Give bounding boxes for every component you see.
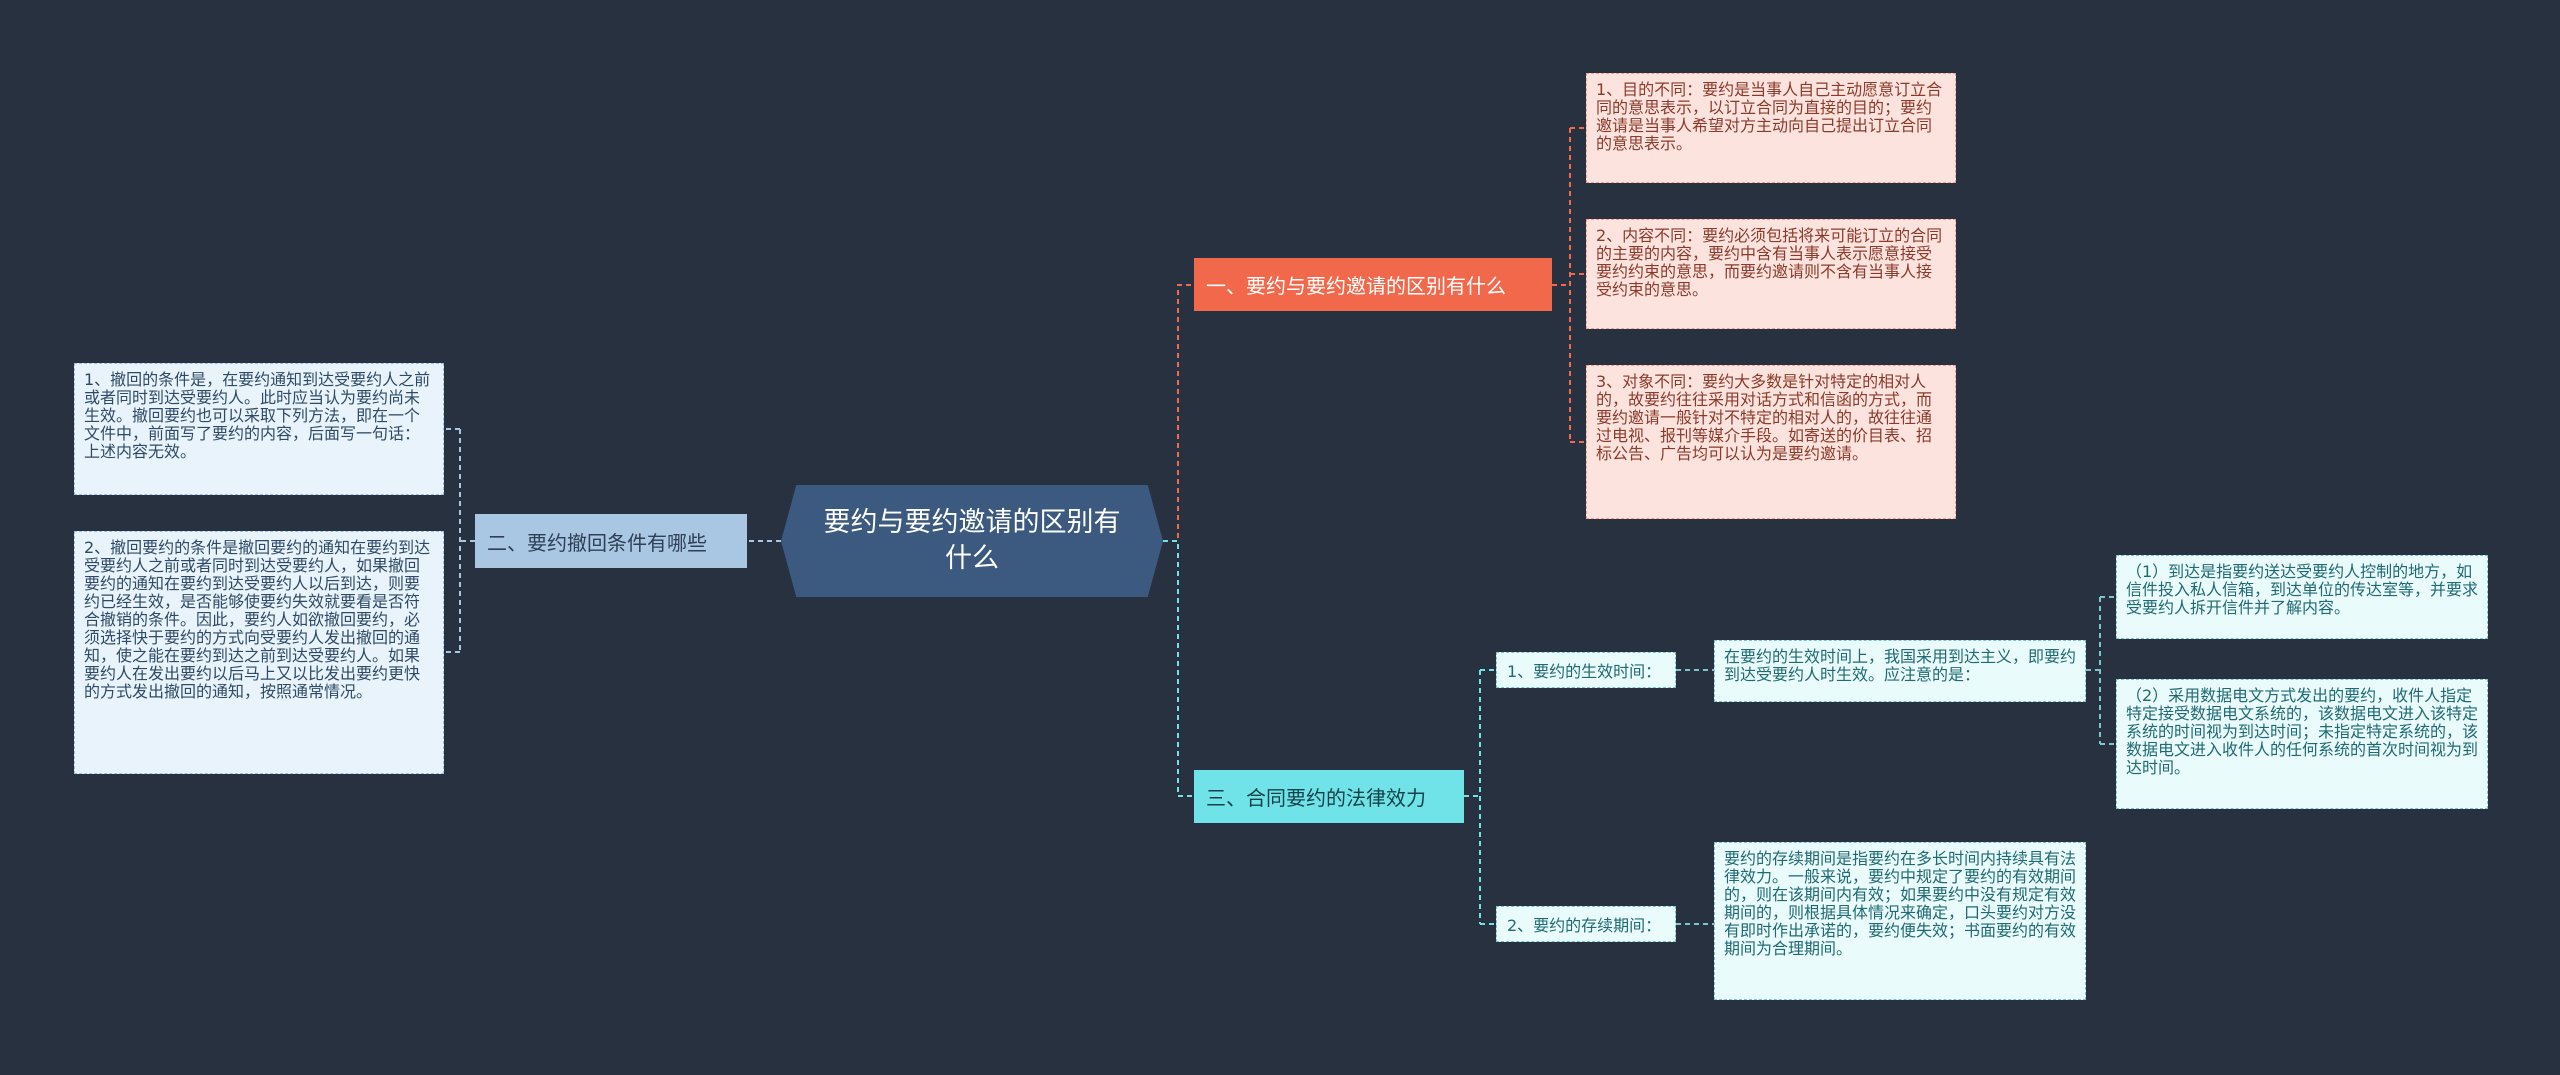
connector-sub1text-items — [2086, 596, 2116, 745]
leaf-difference-content[interactable]: 2、内容不同：要约必须包括将来可能订立的合同的主要的内容，要约中含有当事人表示愿… — [1586, 219, 1956, 329]
connector-root-branch3 — [1163, 540, 1194, 797]
branch-differences-label: 一、要约与要约邀请的区别有什么 — [1206, 274, 1506, 298]
branch-legal-effect[interactable]: 三、合同要约的法律效力 — [1194, 770, 1464, 823]
root-topic-label: 要约与要约邀请的区别有什么 — [823, 507, 1121, 574]
leaf-effective-time-item-2[interactable]: （2）采用数据电文方式发出的要约，收件人指定特定接受数据电文系统的，该数据电文进… — [2116, 679, 2488, 809]
connector-root-branch1 — [1163, 284, 1194, 542]
leaf-duration-text[interactable]: 要约的存续期间是指要约在多长时间内持续具有法律效力。一般来说，要约中规定了要约的… — [1714, 842, 2086, 1000]
leaf-difference-target[interactable]: 3、对象不同：要约大多数是针对特定的相对人的，故要约往往采用对话方式和信函的方式… — [1586, 365, 1956, 519]
leaf-effective-time-text[interactable]: 在要约的生效时间上，我国采用到达主义，即要约到达受要约人时生效。应注意的是： — [1714, 640, 2086, 702]
sub-effective-time-label: 1、要约的生效时间： — [1507, 662, 1662, 681]
branch-withdrawal-conditions-label: 二、要约撤回条件有哪些 — [487, 530, 707, 555]
sub-effective-time[interactable]: 1、要约的生效时间： — [1496, 652, 1676, 688]
connector-branch3-subs — [1464, 669, 1496, 925]
leaf-withdrawal-condition-1[interactable]: 1、撤回的条件是，在要约通知到达受要约人之前或者同时到达受要约人。此时应当认为要… — [74, 363, 444, 495]
branch-differences[interactable]: 一、要约与要约邀请的区别有什么 — [1194, 258, 1552, 311]
branch-withdrawal-conditions[interactable]: 二、要约撤回条件有哪些 — [475, 514, 747, 568]
sub-duration[interactable]: 2、要约的存续期间： — [1496, 906, 1676, 942]
connector-branch1-items — [1552, 127, 1586, 443]
leaf-withdrawal-condition-2[interactable]: 2、撤回要约的条件是撤回要约的通知在要约到达受要约人之前或者同时到达受要约人，如… — [74, 531, 444, 774]
connector-branch2-items — [444, 428, 475, 653]
sub-duration-label: 2、要约的存续期间： — [1507, 916, 1662, 935]
branch-legal-effect-label: 三、合同要约的法律效力 — [1206, 786, 1426, 810]
leaf-effective-time-item-1[interactable]: （1）到达是指要约送达受要约人控制的地方，如信件投入私人信箱，到达单位的传达室等… — [2116, 555, 2488, 639]
root-topic[interactable]: 要约与要约邀请的区别有什么 — [781, 485, 1163, 597]
leaf-difference-purpose[interactable]: 1、目的不同：要约是当事人自己主动愿意订立合同的意思表示，以订立合同为直接的目的… — [1586, 73, 1956, 183]
